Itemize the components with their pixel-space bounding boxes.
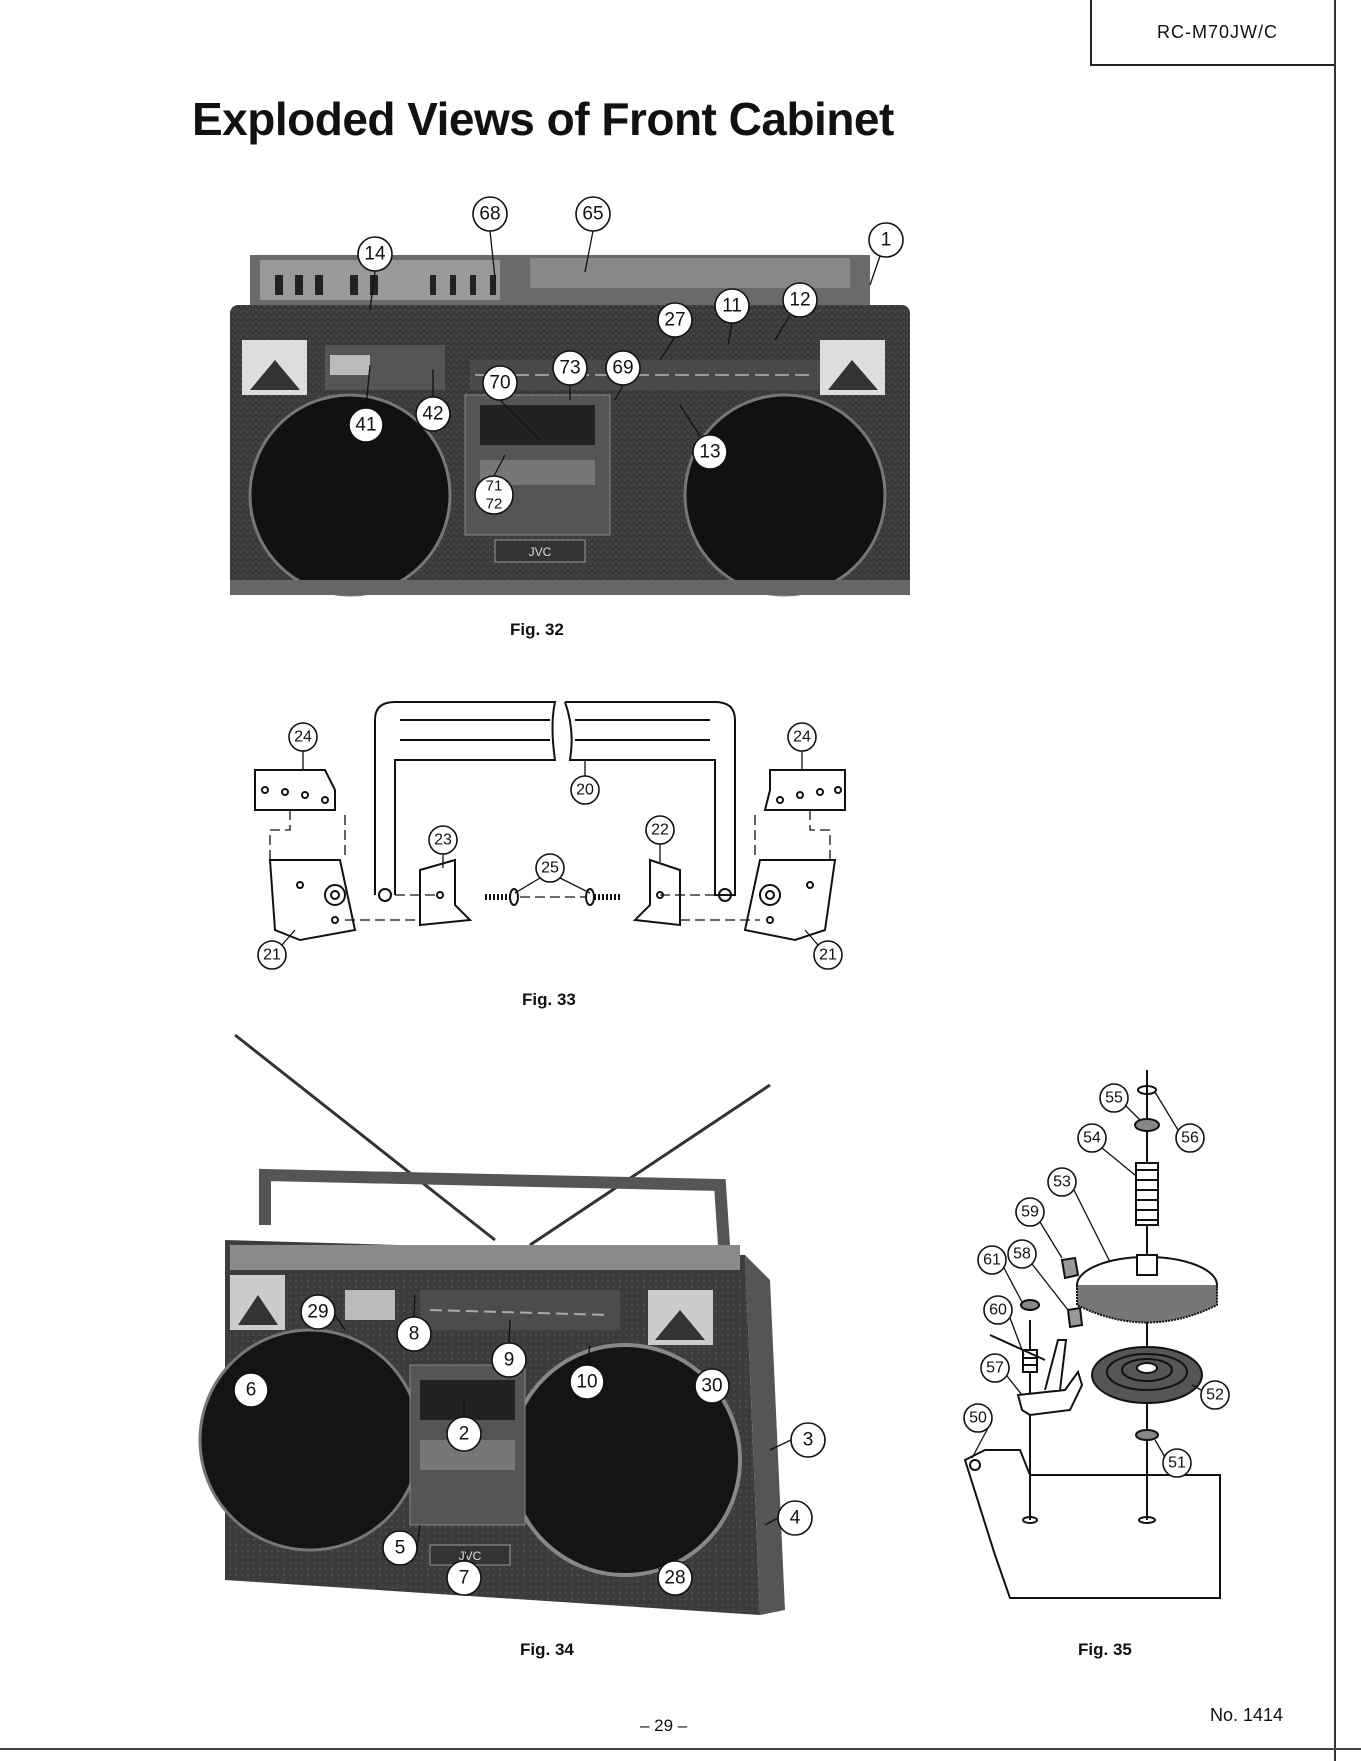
- svg-text:56: 56: [1181, 1130, 1199, 1147]
- svg-text:60: 60: [989, 1302, 1007, 1319]
- svg-text:59: 59: [1021, 1204, 1039, 1221]
- fig35-callout-50: 50: [964, 1404, 992, 1432]
- fig35-callout-55: 55: [1100, 1084, 1128, 1112]
- fig35-callout-61: 61: [978, 1246, 1006, 1274]
- svg-text:52: 52: [1206, 1387, 1224, 1404]
- svg-text:61: 61: [983, 1252, 1001, 1269]
- svg-text:57: 57: [986, 1360, 1004, 1377]
- fig35-callout-52: 52: [1201, 1381, 1229, 1409]
- fig35-callout-57: 57: [981, 1354, 1009, 1382]
- fig35-callout-59: 59: [1016, 1198, 1044, 1226]
- document-number: No. 1414: [1210, 1705, 1283, 1726]
- svg-text:55: 55: [1105, 1090, 1123, 1107]
- fig35-caption: Fig. 35: [1078, 1640, 1132, 1660]
- svg-text:54: 54: [1083, 1130, 1101, 1147]
- fig35-callout-56: 56: [1176, 1124, 1204, 1152]
- fig35-callout-54: 54: [1078, 1124, 1106, 1152]
- fig35-callout-53: 53: [1048, 1168, 1076, 1196]
- svg-text:51: 51: [1168, 1455, 1186, 1472]
- fig35-callout-51: 51: [1163, 1449, 1191, 1477]
- fig35-callout-58: 58: [1008, 1240, 1036, 1268]
- page-number: – 29 –: [640, 1716, 687, 1736]
- svg-text:53: 53: [1053, 1174, 1071, 1191]
- fig35-callout-60: 60: [984, 1296, 1012, 1324]
- svg-text:50: 50: [969, 1410, 987, 1427]
- svg-text:58: 58: [1013, 1246, 1031, 1263]
